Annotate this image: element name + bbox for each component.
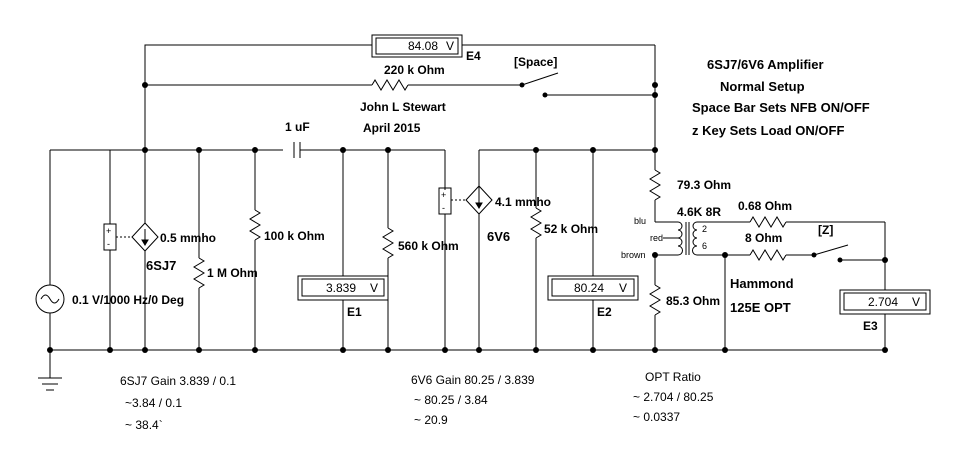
author-date: April 2015 <box>363 121 421 135</box>
label-g1-gm: 0.5 mmho <box>160 231 216 245</box>
label-xfmr-blu: blu <box>634 216 646 226</box>
meter-e1-unit: V <box>370 281 378 295</box>
calc-g2-line-3: ~ 20.9 <box>414 413 448 427</box>
title-line-1: 6SJ7/6V6 Amplifier <box>707 57 824 72</box>
label-r-1m: 1 M Ohm <box>207 266 258 280</box>
resistor-52k <box>530 207 542 239</box>
label-xfmr-ratio: 4.6K 8R <box>677 205 721 219</box>
label-space-switch: [Space] <box>514 55 557 69</box>
calc-opt-line-2: ~ 2.704 / 80.25 <box>633 390 714 404</box>
label-z-switch: [Z] <box>818 223 833 237</box>
signal-source <box>35 284 65 314</box>
control-voltage-port-2 <box>438 187 452 215</box>
resistor-85-3 <box>649 284 661 316</box>
meter-e2-value: 80.24 <box>574 281 604 295</box>
label-source: 0.1 V/1000 Hz/0 Deg <box>72 293 184 307</box>
meter-e3: 2.704 V E3 <box>839 289 931 333</box>
title-line-2: Normal Setup <box>720 79 805 94</box>
calc-g2-line-2: ~ 80.25 / 3.84 <box>414 393 488 407</box>
calc-g1-line-1: 6SJ7 Gain 3.839 / 0.1 <box>120 374 236 388</box>
z-switch <box>813 244 849 256</box>
meter-e2: 80.24 V E2 <box>547 275 639 319</box>
svg-text:-: - <box>442 203 445 213</box>
transformer-primary <box>677 221 683 256</box>
calc-g2-line-1: 6V6 Gain 80.25 / 3.839 <box>411 373 535 387</box>
meter-e3-unit: V <box>912 295 920 309</box>
author-name: John L Stewart <box>360 100 446 114</box>
resistor-220k <box>371 79 409 91</box>
meter-e2-label: E2 <box>597 305 612 319</box>
meter-e1: 3.839 V E1 <box>297 275 389 319</box>
label-r-52k: 52 k Ohm <box>544 222 598 236</box>
meter-e4-label: E4 <box>466 49 481 63</box>
transformer-secondary <box>692 221 698 256</box>
label-g1-tube: 6SJ7 <box>146 258 176 273</box>
resistor-1m <box>193 257 205 289</box>
label-opt-name-1: Hammond <box>730 276 794 291</box>
label-g2-tube: 6V6 <box>487 229 510 244</box>
label-r-feedback: 220 k Ohm <box>384 63 445 77</box>
resistor-8 <box>749 249 787 261</box>
meter-e3-value: 2.704 <box>868 295 898 309</box>
label-cap: 1 uF <box>285 120 310 134</box>
meter-e4: 84.08 V E4 <box>371 34 481 63</box>
calc-g1-line-3: ~ 38.4` <box>125 418 163 432</box>
feedback-wire-top <box>144 44 372 150</box>
title-line-4: z Key Sets Load ON/OFF <box>692 123 844 138</box>
meter-e4-unit: V <box>446 39 454 53</box>
svg-text:+: + <box>106 226 111 236</box>
label-r-8: 8 Ohm <box>745 231 782 245</box>
label-xfmr-6: 6 <box>702 241 707 251</box>
label-r-068: 0.68 Ohm <box>738 199 792 213</box>
label-r-79: 79.3 Ohm <box>677 178 731 192</box>
svg-text:+: + <box>441 190 446 200</box>
calc-opt-line-1: OPT Ratio <box>645 370 701 384</box>
resistor-0-68 <box>749 216 787 228</box>
meter-e4-value: 84.08 <box>408 39 438 53</box>
meter-e1-label: E1 <box>347 305 362 319</box>
label-r-560k: 560 k Ohm <box>398 239 459 253</box>
space-switch <box>521 72 559 86</box>
calc-g1-line-2: ~3.84 / 0.1 <box>125 396 182 410</box>
meter-e2-unit: V <box>619 281 627 295</box>
resistor-100k <box>249 209 261 241</box>
meter-e1-value: 3.839 <box>326 281 356 295</box>
label-r-85: 85.3 Ohm <box>666 294 720 308</box>
calc-opt-line-3: ~ 0.0337 <box>633 410 680 424</box>
label-xfmr-red: red <box>650 233 663 243</box>
resistor-79-3 <box>649 169 661 201</box>
resistor-560k <box>382 227 394 259</box>
svg-text:-: - <box>107 239 110 249</box>
label-opt-name-2: 125E OPT <box>730 300 791 315</box>
label-r-100k: 100 k Ohm <box>264 229 325 243</box>
title-line-3: Space Bar Sets NFB ON/OFF <box>692 100 870 115</box>
label-xfmr-2: 2 <box>702 224 707 234</box>
label-xfmr-brown: brown <box>621 250 646 260</box>
label-g2-gm: 4.1 mmho <box>495 195 551 209</box>
meter-e3-label: E3 <box>863 319 878 333</box>
